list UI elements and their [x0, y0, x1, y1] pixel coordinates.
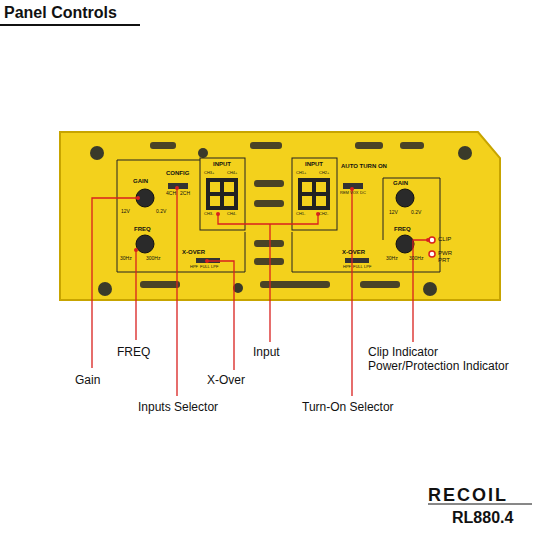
panel-marking: HPF: [343, 265, 351, 269]
vent-slots: [140, 142, 424, 288]
panel-marking: HPF: [190, 265, 198, 269]
callout-label: Turn-On Selector: [302, 401, 394, 414]
panel-marking: 0.2V: [156, 209, 166, 215]
panel-marking: GAIN: [133, 178, 148, 185]
panel-marking: INPUT: [305, 161, 323, 168]
panel-marking: REM: [340, 191, 349, 195]
panel-marking: FREQ: [134, 226, 151, 233]
brand-logo: RECOIL: [428, 486, 508, 506]
panel-marking: X-OVER: [182, 249, 205, 256]
panel-marking: INPUT: [213, 161, 231, 168]
callout-label: Inputs Selector: [138, 401, 218, 414]
panel-marking: GAIN: [393, 180, 408, 187]
panel-marking: CH2+: [319, 171, 329, 175]
callout-label: FREQ: [117, 346, 150, 359]
model-number: RL880.4: [452, 509, 513, 527]
panel-marking: PRT: [438, 257, 450, 264]
page-title: Panel Controls: [4, 4, 117, 22]
rca-sockets: [206, 178, 330, 210]
panel-marking: CH1-: [296, 212, 305, 216]
panel-marking: 300Hz: [409, 256, 423, 262]
panel-marking: 30Hz: [386, 256, 398, 262]
panel-marking: 12V: [121, 209, 130, 215]
panel-marking: 2CH: [180, 191, 190, 197]
panel-marking: CONFIG: [166, 170, 189, 177]
callout-label: Power/Protection Indicator: [368, 360, 509, 373]
panel-marking: CLIP: [438, 236, 451, 243]
screw-holes: [90, 146, 472, 296]
section-outlines: [117, 158, 440, 272]
panel-marking: VOX: [350, 191, 358, 195]
panel-marking: CH4-: [227, 212, 236, 216]
panel-marking: LPF: [211, 265, 218, 269]
panel-marking: FREQ: [394, 226, 411, 233]
panel-marking: FULL: [353, 265, 363, 269]
callout-label: Input: [253, 346, 280, 359]
panel-marking: FULL: [200, 265, 210, 269]
panel-marking: AUTO TURN ON: [341, 163, 387, 170]
callout-label: Clip Indicator: [368, 346, 438, 359]
panel-marking: CH2-: [319, 212, 328, 216]
title-underline: [0, 24, 140, 26]
panel-marking: CH1+: [296, 171, 306, 175]
slide-switches: [168, 183, 369, 263]
amp-housing: [60, 132, 500, 300]
panel-marking: 12V: [389, 210, 398, 216]
panel-marking: 4CH: [166, 191, 176, 197]
panel-marking: 0.2V: [411, 210, 421, 216]
callout-dots: [134, 186, 430, 263]
panel-marking: CH3-: [204, 212, 213, 216]
panel-marking: 300Hz: [146, 256, 160, 262]
panel-marking: CH4+: [227, 171, 237, 175]
callout-label: Gain: [75, 374, 100, 387]
panel-marking: DC: [360, 191, 366, 195]
panel-marking: CH3+: [204, 171, 214, 175]
panel-marking: 30Hz: [120, 256, 132, 262]
panel-marking: X-OVER: [342, 249, 365, 256]
panel-marking: LPF: [364, 265, 371, 269]
callout-label: X-Over: [207, 374, 245, 387]
knobs: [136, 189, 414, 253]
panel-marking: PWR: [438, 250, 452, 257]
